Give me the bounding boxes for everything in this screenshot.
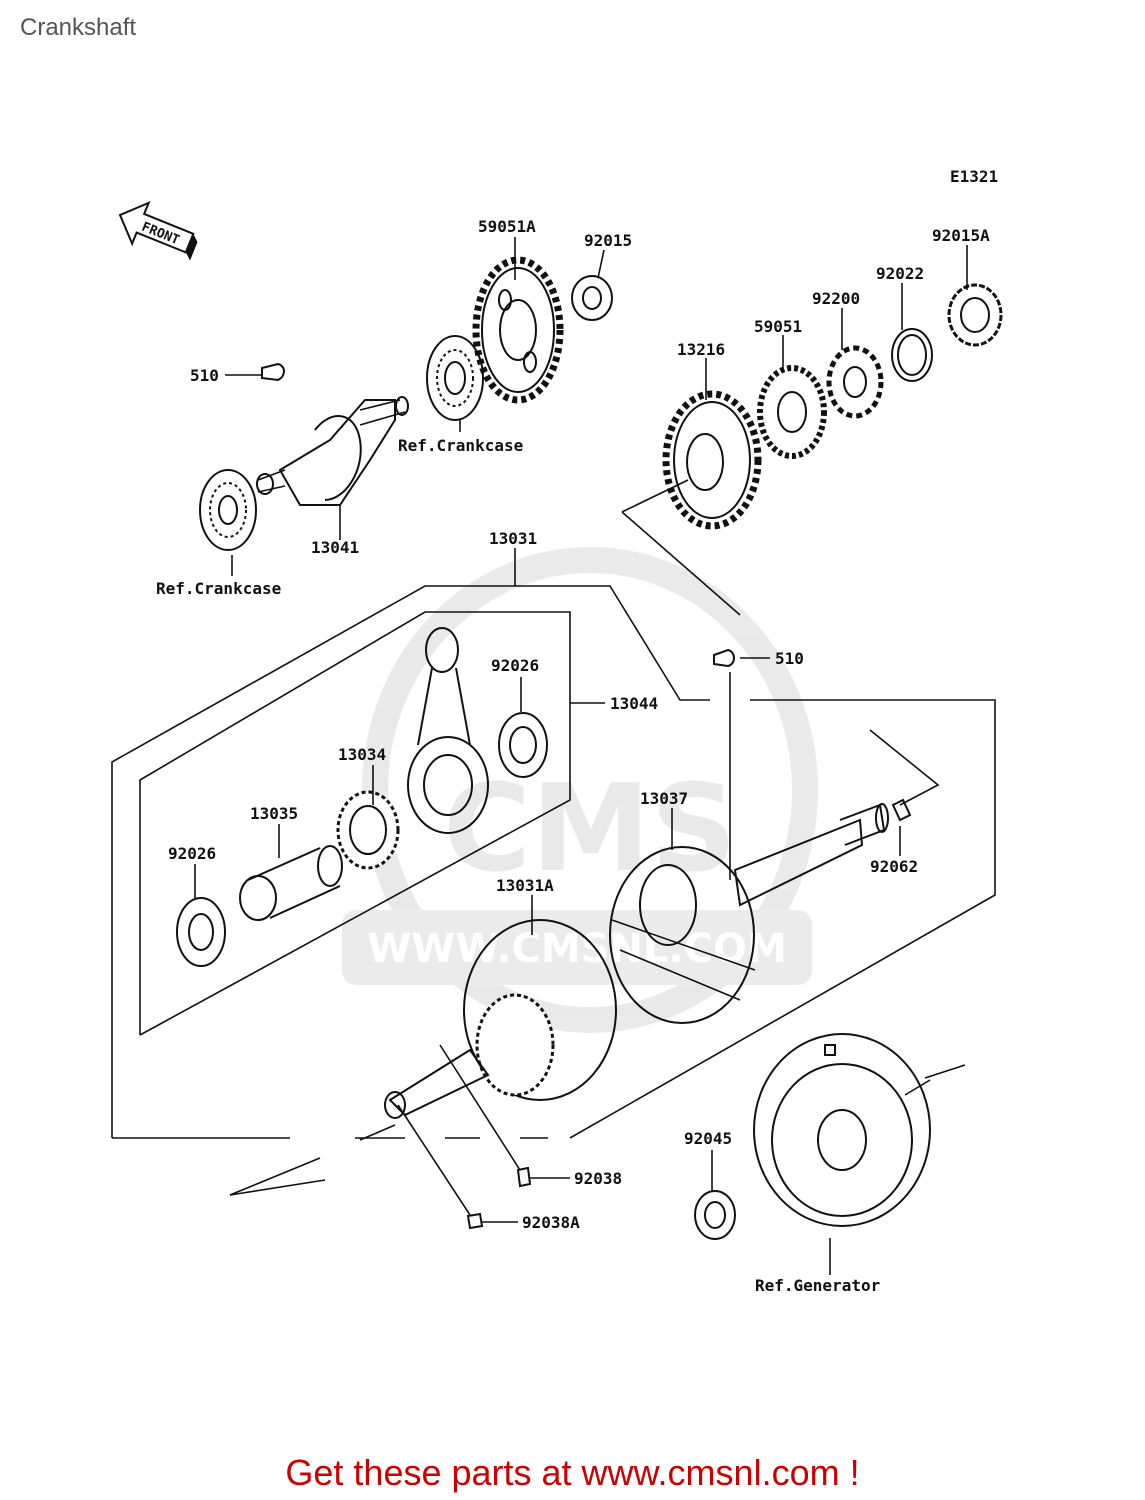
label-13041: 13041 — [311, 538, 359, 557]
key-92038-icon — [516, 1166, 532, 1188]
label-13034: 13034 — [338, 745, 386, 764]
plug-92062-icon — [891, 798, 912, 822]
watermark-url: WWW.CMSNL.COM — [367, 926, 787, 972]
crankshaft-half-13031A-icon — [384, 919, 617, 1119]
label-ref-generator: Ref.Generator — [755, 1276, 880, 1295]
footer-promo-link[interactable]: Get these parts at www.cmsnl.com ! — [285, 1452, 860, 1493]
label-92062: 92062 — [870, 857, 918, 876]
crank-pin-13035-icon — [239, 845, 343, 921]
gear-59051A-icon — [472, 256, 564, 404]
label-ref-crankcase-lower: Ref.Crankcase — [156, 579, 281, 598]
crankshaft-diagram: CMS WWW.CMSNL.COM E1321 FRONT — [111, 167, 1003, 1295]
washer-92022-icon — [891, 328, 933, 382]
label-59051A: 59051A — [478, 217, 536, 236]
label-92200: 92200 — [812, 289, 860, 308]
label-13031: 13031 — [489, 529, 537, 548]
label-510-mid: 510 — [775, 649, 804, 668]
key-92038A-icon — [466, 1212, 484, 1230]
needle-bearing-13034-icon — [336, 790, 400, 870]
label-ref-crankcase-upper: Ref.Crankcase — [398, 436, 523, 455]
label-510-top: 510 — [190, 366, 219, 385]
label-13216: 13216 — [677, 340, 725, 359]
label-92045: 92045 — [684, 1129, 732, 1148]
bearing-upper-icon — [426, 335, 484, 421]
label-92026-left: 92026 — [168, 844, 216, 863]
watermark-ring — [362, 547, 818, 1033]
watermark-banner — [342, 910, 812, 985]
label-92038: 92038 — [574, 1169, 622, 1188]
assembly-13031-outline — [111, 585, 996, 1139]
label-59051: 59051 — [754, 317, 802, 336]
page-title: Crankshaft — [20, 14, 137, 41]
diagram-code-label: E1321 — [950, 167, 998, 186]
bearing-lower-icon — [199, 469, 257, 551]
generator-rotor-icon — [753, 1033, 931, 1227]
balancer-shaft-13041-icon — [256, 396, 409, 506]
front-arrow-icon: FRONT — [118, 200, 198, 261]
nut-92015-icon — [571, 275, 613, 321]
nut-92015A-icon — [947, 283, 1003, 347]
front-label: FRONT — [139, 220, 181, 249]
label-92022: 92022 — [876, 264, 924, 283]
label-92015: 92015 — [584, 231, 632, 250]
gear-59051-icon — [757, 365, 827, 459]
label-13035: 13035 — [250, 804, 298, 823]
lock-washer-92200-icon — [826, 345, 884, 419]
cms-watermark: CMS WWW.CMSNL.COM — [342, 547, 818, 1033]
connecting-rod-13044-icon — [407, 627, 489, 834]
label-92015A: 92015A — [932, 226, 990, 245]
washer-92026-upper-icon — [498, 712, 548, 778]
label-92026-upper: 92026 — [491, 656, 539, 675]
leader-lines — [194, 237, 968, 1275]
washer-92026-left-icon — [176, 897, 226, 967]
gear-13216-icon — [662, 390, 762, 530]
label-92038A: 92038A — [522, 1213, 580, 1232]
bearing-92045-icon — [694, 1190, 736, 1240]
label-13037: 13037 — [640, 789, 688, 808]
key-510-mid-icon — [713, 648, 735, 668]
label-13031A: 13031A — [496, 876, 554, 895]
crankshaft-half-13037-icon — [609, 803, 889, 1024]
label-13044: 13044 — [610, 694, 658, 713]
key-510-top-icon — [261, 362, 285, 382]
connecting-rod-13044-outline — [139, 611, 571, 1036]
